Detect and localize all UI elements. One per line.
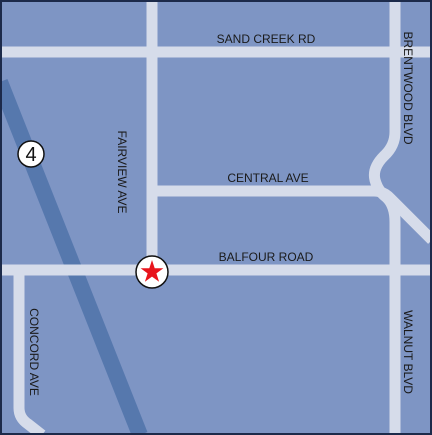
highway-4-shield: 4: [17, 140, 45, 168]
label-central-ave: CENTRAL AVE: [227, 171, 308, 185]
shield-circle: [17, 140, 45, 168]
location-marker: [135, 255, 169, 289]
shield-number: 4: [25, 144, 36, 166]
label-fairview-ave: FAIRVIEW AVE: [115, 131, 129, 214]
red-star-marker-icon: [140, 260, 164, 282]
label-walnut-blvd: WALNUT BLVD: [401, 310, 415, 394]
road-brentwood: [368, 0, 401, 435]
highway-4: [0, 79, 148, 435]
label-brentwood-blvd: BRENTWOOD BLVD: [401, 31, 415, 144]
label-concord-ave: CONCORD AVE: [27, 308, 41, 396]
label-sand-creek-rd: SAND CREEK RD: [217, 32, 316, 46]
road-concord: [13, 270, 46, 435]
label-balfour-road: BALFOUR ROAD: [219, 250, 314, 264]
